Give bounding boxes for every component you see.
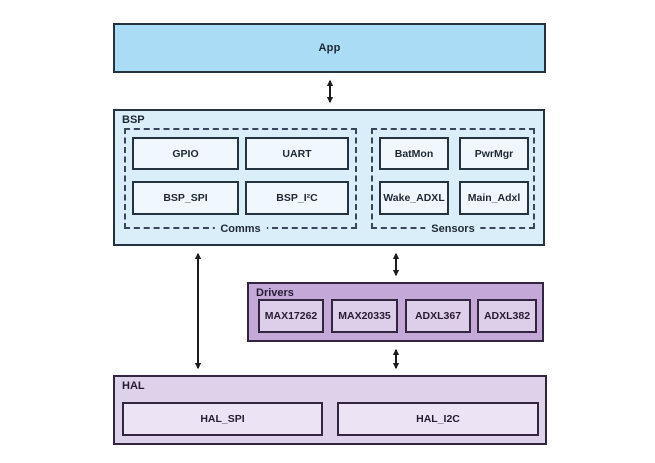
main-adxl-box: Main_Adxl [459, 181, 529, 215]
uart-box: UART [245, 137, 349, 170]
hal-label: HAL [122, 380, 145, 392]
max17262-box: MAX17262 [258, 299, 324, 333]
hal-i2c-box: HAL_I2C [337, 402, 539, 436]
uart-label: UART [282, 147, 312, 160]
gpio-box: GPIO [132, 137, 239, 170]
batmon-box: BatMon [379, 137, 449, 170]
hal-block: HAL HAL_SPI HAL_I2C [113, 375, 547, 445]
drivers-label: Drivers [256, 287, 294, 299]
max20335-box: MAX20335 [331, 299, 398, 333]
bsp-spi-box: BSP_SPI [132, 181, 239, 215]
bsp-i2c-label: BSP_I²C [276, 192, 318, 204]
app-label: App [318, 42, 341, 54]
adxl382-label: ADXL382 [483, 310, 531, 322]
main-adxl-label: Main_Adxl [467, 192, 521, 204]
hal-i2c-label: HAL_I2C [416, 413, 460, 425]
batmon-label: BatMon [394, 147, 434, 160]
adxl367-label: ADXL367 [414, 310, 462, 322]
app-block: App [113, 23, 546, 73]
hal-spi-label: HAL_SPI [200, 413, 245, 425]
bsp-i2c-box: BSP_I²C [245, 181, 349, 215]
adxl367-box: ADXL367 [405, 299, 471, 333]
max17262-label: MAX17262 [264, 310, 318, 322]
gpio-label: GPIO [172, 147, 199, 160]
comms-group-label: Comms [214, 223, 267, 235]
hal-spi-box: HAL_SPI [122, 402, 323, 436]
sensors-group: BatMon PwrMgr Wake_ADXL Main_Adxl Sensor… [371, 128, 535, 235]
adxl382-box: ADXL382 [477, 299, 537, 333]
pwrmgr-label: PwrMgr [474, 147, 514, 160]
wake-adxl-label: Wake_ADXL [383, 192, 445, 204]
sensors-group-label: Sensors [425, 223, 481, 235]
drivers-block: Drivers MAX17262 MAX20335 ADXL367 ADXL38… [247, 282, 544, 342]
bsp-spi-label: BSP_SPI [163, 192, 208, 204]
pwrmgr-box: PwrMgr [459, 137, 529, 170]
bsp-label: BSP [122, 114, 145, 126]
comms-group: GPIO UART BSP_SPI BSP_I²C Comms [124, 128, 357, 235]
wake-adxl-box: Wake_ADXL [379, 181, 449, 215]
bsp-block: BSP GPIO UART BSP_SPI BSP_I²C Comms BatM… [113, 109, 545, 246]
max20335-label: MAX20335 [338, 310, 391, 322]
